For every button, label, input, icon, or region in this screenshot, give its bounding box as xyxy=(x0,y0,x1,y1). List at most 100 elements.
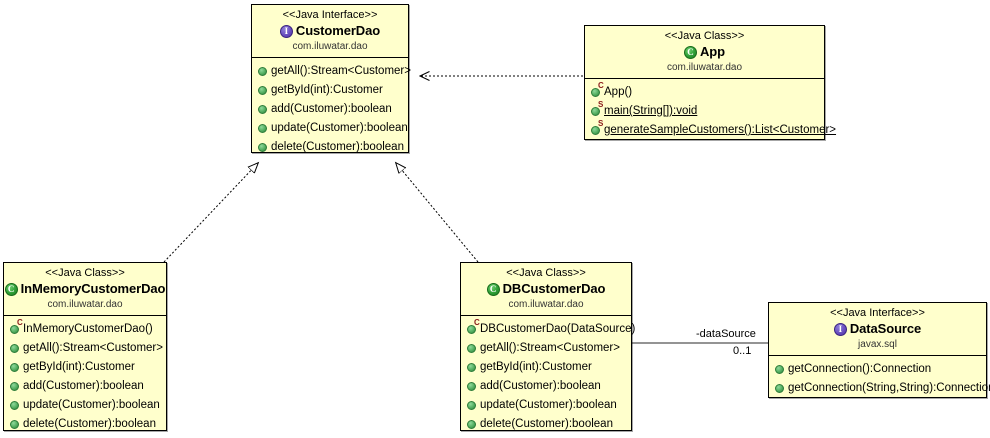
member-row[interactable]: add(Customer):boolean xyxy=(4,377,166,396)
member-row[interactable]: getAll():Stream<Customer> xyxy=(461,339,631,358)
package-label: com.iluwatar.dao xyxy=(47,299,123,310)
member-badge: C xyxy=(474,318,480,327)
member-badge: C xyxy=(598,81,604,90)
method-icon xyxy=(467,401,476,410)
member-row[interactable]: S main(String[]):void xyxy=(585,101,824,121)
header-divider xyxy=(769,355,986,356)
members-compartment-dbcustomerdao: C DBCustomerDao(DataSource) getAll():Str… xyxy=(461,316,635,438)
member-label: add(Customer):boolean xyxy=(271,103,392,115)
method-icon xyxy=(775,365,784,374)
stereotype-label: <<Java Interface>> xyxy=(282,9,378,21)
method-icon xyxy=(258,105,267,114)
class-title-row: C InMemoryCustomerDao xyxy=(4,281,165,297)
class-box-inmemorycustomerdao[interactable]: <<Java Class>> C InMemoryCustomerDao com… xyxy=(3,262,167,431)
class-name: App xyxy=(700,44,725,59)
member-row[interactable]: getById(int):Customer xyxy=(461,358,631,377)
method-icon xyxy=(775,384,784,393)
method-icon xyxy=(258,143,267,152)
member-row[interactable]: getConnection(String,String):Connection xyxy=(769,379,990,398)
class-box-customerdao[interactable]: <<Java Interface>> I CustomerDao com.ilu… xyxy=(251,4,411,153)
member-row[interactable]: getConnection():Connection xyxy=(769,360,986,379)
member-row[interactable]: update(Customer):boolean xyxy=(4,396,166,415)
method-icon xyxy=(467,382,476,391)
association-role-label: -dataSource xyxy=(696,328,756,340)
member-badge: S xyxy=(598,119,604,128)
static-method-icon: S xyxy=(591,120,603,135)
method-icon xyxy=(258,67,267,76)
class-title-row: I CustomerDao xyxy=(256,23,404,39)
constructor-icon: C xyxy=(10,319,23,334)
class-header-datasource: <<Java Interface>> I DataSource javax.sq… xyxy=(769,303,986,355)
method-icon xyxy=(10,382,19,391)
member-label: delete(Customer):boolean xyxy=(23,418,156,430)
class-box-app[interactable]: <<Java Class>> C App com.iluwatar.dao C … xyxy=(584,25,836,140)
member-row[interactable]: delete(Customer):boolean xyxy=(252,138,408,157)
stereotype-label: <<Java Class>> xyxy=(664,30,745,42)
members-compartment-customerdao: getAll():Stream<Customer> getById(int):C… xyxy=(252,58,411,161)
member-row[interactable]: update(Customer):boolean xyxy=(461,396,631,415)
member-label: getConnection(String,String):Connection xyxy=(788,382,990,394)
member-row[interactable]: add(Customer):boolean xyxy=(461,377,631,396)
method-icon xyxy=(467,344,476,353)
member-label: getById(int):Customer xyxy=(271,84,383,96)
constructor-icon: C xyxy=(591,82,604,97)
member-row[interactable]: add(Customer):boolean xyxy=(252,100,408,119)
member-row[interactable]: getAll():Stream<Customer> xyxy=(4,339,166,358)
member-label: DBCustomerDao(DataSource) xyxy=(480,323,636,335)
member-row[interactable]: update(Customer):boolean xyxy=(252,119,408,138)
member-label: getById(int):Customer xyxy=(480,361,592,373)
stereotype-label: <<Java Interface>> xyxy=(830,307,925,319)
class-name: InMemoryCustomerDao xyxy=(20,281,166,296)
method-icon xyxy=(467,363,476,372)
link-inmemory-realizes-customerdao xyxy=(163,163,258,263)
package-label: com.iluwatar.dao xyxy=(666,62,743,73)
class-icon: C xyxy=(684,45,697,59)
member-badge: C xyxy=(17,318,23,327)
association-multiplicity-label: 0..1 xyxy=(733,345,752,357)
member-row[interactable]: S generateSampleCustomers():List<Custome… xyxy=(585,120,836,140)
method-icon xyxy=(258,124,267,133)
member-row[interactable]: getAll():Stream<Customer> xyxy=(252,62,411,81)
member-row[interactable]: delete(Customer):boolean xyxy=(461,415,631,434)
member-label: update(Customer):boolean xyxy=(271,122,408,134)
class-header-customerdao: <<Java Interface>> I CustomerDao com.ilu… xyxy=(252,5,408,57)
header-divider xyxy=(461,315,631,316)
class-icon: C xyxy=(486,282,500,296)
method-icon xyxy=(10,344,19,353)
header-divider xyxy=(4,315,166,316)
header-divider xyxy=(252,57,408,58)
member-label: getConnection():Connection xyxy=(788,363,932,375)
package-label: com.iluwatar.dao xyxy=(292,41,368,52)
member-label: delete(Customer):boolean xyxy=(480,418,613,430)
member-label: getAll():Stream<Customer> xyxy=(271,65,411,77)
class-name: DataSource xyxy=(849,321,922,336)
member-row[interactable]: C App() xyxy=(585,82,824,102)
class-name: CustomerDao xyxy=(295,23,381,38)
constructor-icon: C xyxy=(467,319,480,334)
class-box-dbcustomerdao[interactable]: <<Java Class>> C DBCustomerDao com.iluwa… xyxy=(460,262,635,431)
method-icon xyxy=(10,401,19,410)
member-label: App() xyxy=(604,86,633,98)
member-row[interactable]: C InMemoryCustomerDao() xyxy=(4,319,166,339)
method-icon xyxy=(10,420,19,429)
member-label: add(Customer):boolean xyxy=(480,380,601,392)
method-icon xyxy=(258,86,267,95)
class-header-dbcustomerdao: <<Java Class>> C DBCustomerDao com.iluwa… xyxy=(461,263,631,315)
member-label: update(Customer):boolean xyxy=(480,399,617,411)
class-box-datasource[interactable]: <<Java Interface>> I DataSource javax.sq… xyxy=(768,302,990,398)
class-header-inmemorycustomerdao: <<Java Class>> C InMemoryCustomerDao com… xyxy=(4,263,166,315)
class-name: DBCustomerDao xyxy=(502,281,606,296)
member-row[interactable]: getById(int):Customer xyxy=(4,358,166,377)
class-title-row: I DataSource xyxy=(773,321,982,337)
member-row[interactable]: C DBCustomerDao(DataSource) xyxy=(461,319,635,339)
member-row[interactable]: delete(Customer):boolean xyxy=(4,415,166,434)
package-label: com.iluwatar.dao xyxy=(508,299,584,310)
member-row[interactable]: getById(int):Customer xyxy=(252,81,408,100)
header-divider xyxy=(585,78,824,79)
members-compartment-datasource: getConnection():Connection getConnection… xyxy=(769,356,990,402)
member-label: getById(int):Customer xyxy=(23,361,135,373)
members-compartment-inmemorycustomerdao: C InMemoryCustomerDao() getAll():Stream<… xyxy=(4,316,166,438)
member-label: delete(Customer):boolean xyxy=(271,141,404,153)
class-title-row: C DBCustomerDao xyxy=(465,281,627,297)
